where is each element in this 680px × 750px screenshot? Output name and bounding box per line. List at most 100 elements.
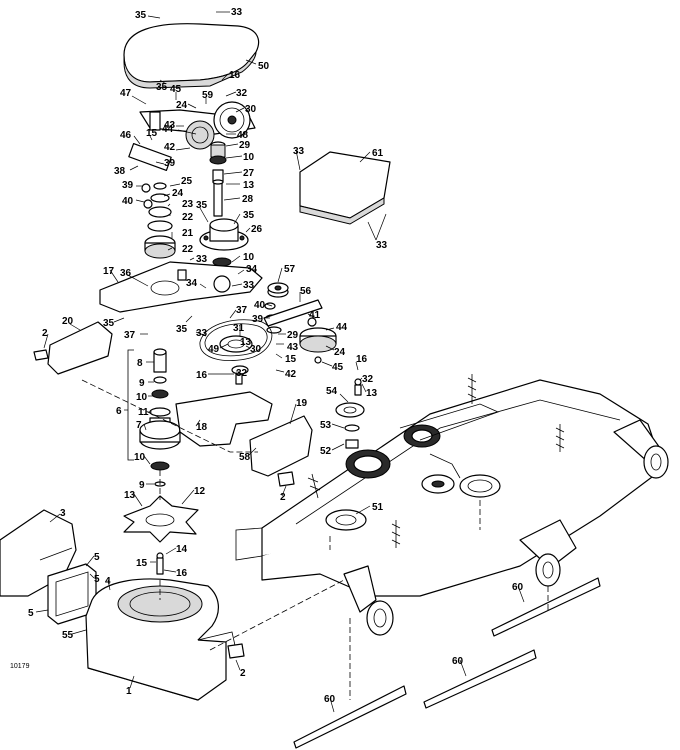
left-baffle bbox=[47, 321, 113, 375]
part-callout-10: 10 bbox=[243, 152, 255, 163]
mower-blades bbox=[293, 577, 601, 749]
part-callout-2: 2 bbox=[240, 668, 246, 679]
left-pulley-stack bbox=[141, 182, 176, 259]
part-callout-30: 30 bbox=[250, 344, 262, 355]
part-callout-28: 28 bbox=[242, 194, 254, 205]
part-callout-27: 27 bbox=[243, 168, 255, 179]
part-callout-19: 19 bbox=[296, 398, 308, 409]
part-callout-55: 55 bbox=[62, 630, 74, 641]
part-callout-61: 61 bbox=[372, 148, 384, 159]
drive-belt bbox=[199, 319, 273, 385]
part-callout-16: 16 bbox=[196, 370, 208, 381]
left-deck-housing bbox=[85, 578, 237, 701]
part-callout-11: 11 bbox=[138, 407, 149, 418]
leader-lines bbox=[35, 11, 525, 713]
part-callout-46: 46 bbox=[120, 130, 132, 141]
blade-adapter bbox=[123, 495, 199, 575]
part-callout-60: 60 bbox=[324, 694, 336, 705]
part-callout-44: 44 bbox=[162, 124, 174, 135]
part-callout-34: 34 bbox=[186, 278, 198, 289]
part-callout-33: 33 bbox=[231, 7, 243, 18]
deck-pulleys bbox=[325, 403, 501, 531]
part-callout-56: 56 bbox=[300, 286, 312, 297]
part-callout-31: 31 bbox=[233, 323, 245, 334]
part-callout-43: 43 bbox=[164, 120, 176, 131]
part-callout-32: 32 bbox=[236, 88, 248, 99]
drawing-code: 10179 bbox=[10, 663, 30, 670]
part-callout-41: 41 bbox=[309, 310, 321, 321]
part-callout-40: 40 bbox=[122, 196, 134, 207]
idler-pulley-stack bbox=[263, 282, 337, 364]
part-callout-2: 2 bbox=[42, 328, 48, 339]
part-callout-33: 33 bbox=[376, 240, 388, 251]
part-callout-9: 9 bbox=[139, 378, 145, 389]
part-callout-35: 35 bbox=[135, 10, 147, 21]
part-callout-13: 13 bbox=[366, 388, 378, 399]
part-callout-24: 24 bbox=[176, 100, 188, 111]
part-callout-23: 23 bbox=[182, 199, 194, 210]
part-callout-13: 13 bbox=[243, 180, 255, 191]
part-callout-5: 5 bbox=[94, 574, 100, 585]
part-callout-15: 15 bbox=[146, 128, 158, 139]
part-callout-32: 32 bbox=[362, 374, 374, 385]
part-callout-22: 22 bbox=[182, 244, 194, 255]
part-callout-39: 39 bbox=[122, 180, 134, 191]
part-callout-5: 5 bbox=[28, 608, 34, 619]
part-callout-33: 33 bbox=[196, 254, 208, 265]
part-callout-26: 26 bbox=[251, 224, 263, 235]
part-callout-39: 39 bbox=[164, 158, 176, 169]
part-callout-12: 12 bbox=[194, 486, 206, 497]
part-callout-20: 20 bbox=[62, 316, 74, 327]
spindle-housing bbox=[199, 218, 249, 267]
part-callout-25: 25 bbox=[181, 176, 193, 187]
part-callout-37: 37 bbox=[124, 330, 136, 341]
part-callout-42: 42 bbox=[285, 369, 297, 380]
part-callout-35: 35 bbox=[176, 324, 188, 335]
part-callout-36: 36 bbox=[120, 268, 132, 279]
part-callout-42: 42 bbox=[164, 142, 176, 153]
part-callout-30: 30 bbox=[245, 104, 257, 115]
part-callout-60: 60 bbox=[512, 582, 524, 593]
part-callout-33: 33 bbox=[293, 146, 305, 157]
part-callout-33: 33 bbox=[243, 280, 255, 291]
part-callout-49: 49 bbox=[208, 344, 220, 355]
part-callout-22: 22 bbox=[182, 212, 194, 223]
part-callout-38: 38 bbox=[114, 166, 126, 177]
part-callout-53: 53 bbox=[320, 420, 332, 431]
part-callout-45: 45 bbox=[332, 362, 344, 373]
part-callout-43: 43 bbox=[287, 342, 299, 353]
part-callout-16: 16 bbox=[229, 70, 241, 81]
part-callout-47: 47 bbox=[120, 88, 132, 99]
deck-spindle-parts bbox=[335, 378, 365, 449]
part-callout-15: 15 bbox=[136, 558, 148, 569]
part-callout-58: 58 bbox=[239, 452, 251, 463]
alignment-lines bbox=[81, 379, 549, 700]
part-callout-18: 18 bbox=[196, 422, 208, 433]
part-callout-13: 13 bbox=[240, 337, 252, 348]
part-callout-2: 2 bbox=[280, 492, 286, 503]
part-callout-5: 5 bbox=[94, 552, 100, 563]
part-callout-10: 10 bbox=[136, 392, 148, 403]
part-callout-48: 48 bbox=[237, 130, 249, 141]
pulley-mounting-plate bbox=[99, 261, 263, 313]
part-callout-29: 29 bbox=[239, 140, 251, 151]
part-callout-10: 10 bbox=[243, 252, 255, 263]
part-callout-34: 34 bbox=[246, 264, 258, 275]
part-callout-60: 60 bbox=[452, 656, 464, 667]
part-callout-59: 59 bbox=[202, 90, 214, 101]
part-callout-35: 35 bbox=[156, 82, 168, 93]
part-callout-54: 54 bbox=[326, 386, 338, 397]
spindle-assembly bbox=[127, 348, 181, 487]
part-callout-17: 17 bbox=[103, 266, 115, 277]
spindle-shaft-column bbox=[209, 141, 227, 217]
part-callout-15: 15 bbox=[285, 354, 297, 365]
spindle-brackets bbox=[175, 391, 313, 477]
part-callout-4: 4 bbox=[105, 576, 111, 587]
part-callout-21: 21 bbox=[182, 228, 194, 239]
part-callout-10: 10 bbox=[134, 452, 146, 463]
part-callout-16: 16 bbox=[176, 568, 188, 579]
part-callout-35: 35 bbox=[243, 210, 255, 221]
part-callout-35: 35 bbox=[103, 318, 115, 329]
